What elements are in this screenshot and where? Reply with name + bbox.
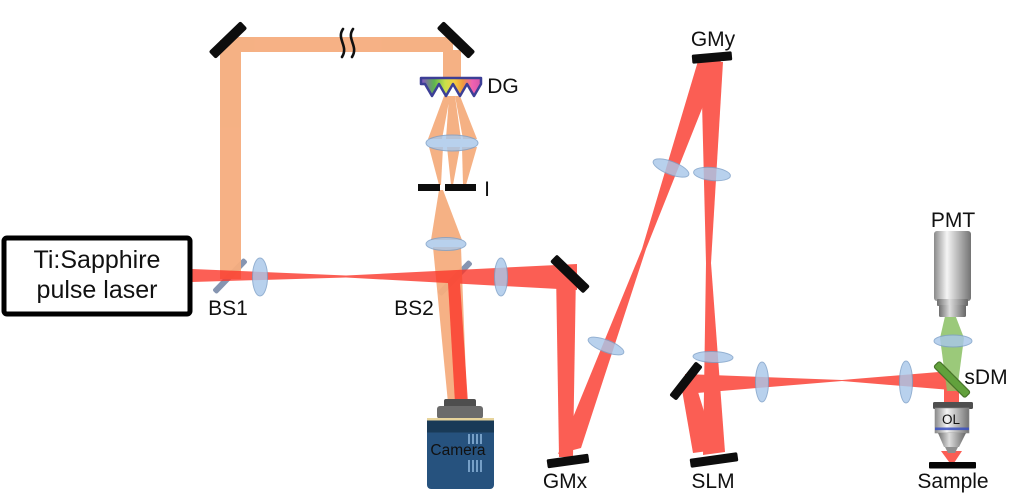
red-beam-gmx-up (558, 249, 646, 454)
break-squiggle-1 (339, 27, 346, 59)
lens-after-bs2 (494, 257, 508, 297)
pmt-body (934, 231, 971, 301)
objective-cone (938, 433, 966, 447)
label-bs2: BS2 (394, 297, 434, 320)
mirror-slm (689, 452, 739, 468)
mirrors (209, 21, 739, 469)
red-beam-bs2-to-camera (448, 283, 468, 403)
mirror-gmx-galvo (546, 453, 590, 469)
red-beam-down-to-gmx (556, 271, 576, 457)
camera-body-accent-line (427, 418, 494, 421)
mirror-top-left (209, 21, 247, 59)
orange-diffraction-order-right (455, 96, 477, 139)
label-dg: DG (487, 75, 519, 98)
camera-vent-stripes (468, 434, 482, 472)
orange-diffraction-order-left (428, 96, 450, 139)
laser-box: Ti:Sapphire pulse laser (1, 235, 193, 317)
label-slm: SLM (691, 470, 734, 493)
red-beam-waist-to-sdm (842, 371, 951, 390)
camera-body-top-band (427, 420, 494, 433)
label-iris: I (484, 178, 490, 201)
orange-beam-after-iris (431, 190, 462, 240)
orange-beam-to-dg (443, 50, 461, 81)
laser-box-frame (1, 235, 193, 317)
orange-focus-left (429, 147, 443, 185)
lens-below-dg (425, 134, 479, 152)
orange-beam-bs1-up (220, 40, 241, 279)
lens-group (252, 134, 973, 404)
lens-after-bs1 (252, 257, 268, 297)
red-beam-focus-cone (941, 451, 962, 466)
red-beam-slm-to-fold (682, 379, 716, 453)
iris-blade-left (418, 184, 440, 191)
iris-blade-right (445, 184, 476, 191)
lens-slm-relay-1 (755, 361, 769, 403)
mirror-gmy-galvo (691, 51, 733, 64)
objective-top-plate (933, 402, 973, 409)
diffraction-grating (419, 76, 483, 98)
pmt-snout (939, 305, 966, 317)
lens-slm-relay-2 (899, 360, 913, 404)
orange-beam-top (224, 37, 453, 52)
camera-label: Camera (430, 442, 486, 459)
lens-gmy-relay-2 (692, 350, 734, 364)
objective-tip (945, 447, 958, 453)
objective-label: OL (942, 412, 961, 427)
red-beam-laser-to-waist (192, 269, 346, 282)
sample-slide (929, 462, 976, 469)
objective-lens-device: OL (933, 402, 973, 453)
label-sample: Sample (917, 470, 988, 493)
pmt-device (934, 231, 971, 317)
red-beam-to-gmy (642, 61, 721, 249)
mirror-top-right (437, 21, 475, 59)
label-bs1: BS1 (208, 297, 248, 320)
label-pmt: PMT (931, 209, 976, 232)
lens-below-iris (425, 237, 467, 251)
red-beam-waist-to-mirror (346, 264, 577, 290)
orange-focus-right (462, 147, 477, 185)
lens-gmy-relay-1 (693, 166, 731, 182)
mirror-fold-after-bs2 (550, 255, 590, 293)
mirror-sdm-dichroic (933, 361, 971, 398)
excitation-beam-red (192, 61, 962, 466)
label-gmy: GMy (691, 28, 736, 51)
component-labels: BS1 BS2 DG I GMy GMx SLM PMT sDM Sample (208, 28, 1007, 493)
lens-pmt-collection (933, 334, 973, 348)
orange-focus-mid (447, 147, 460, 185)
camera-device: Camera (427, 399, 494, 489)
reference-beam-orange (220, 37, 477, 403)
orange-diffraction-order-mid (446, 96, 461, 139)
lens-gmx-relay-2 (652, 158, 690, 178)
camera-lens-mount-top (444, 399, 476, 408)
objective-blue-stripe (935, 427, 969, 431)
lens-gmx-relay-1 (587, 336, 625, 356)
lenses (252, 134, 973, 404)
camera-lens-mount-base (437, 406, 483, 419)
beam-break-symbol (339, 27, 356, 59)
red-beam-gmy-down (701, 62, 723, 263)
mirror-fold-slm (670, 362, 702, 400)
break-squiggle-2 (349, 27, 356, 59)
label-gmx: GMx (543, 470, 588, 493)
camera-stripes-lower (468, 460, 482, 472)
pmt-ring (937, 299, 968, 306)
camera-stripes-upper (468, 434, 482, 444)
laser-label-line1: Ti:Sapphire (34, 246, 161, 274)
laser-label-line2: pulse laser (37, 276, 158, 304)
label-sdm: sDM (964, 366, 1007, 389)
